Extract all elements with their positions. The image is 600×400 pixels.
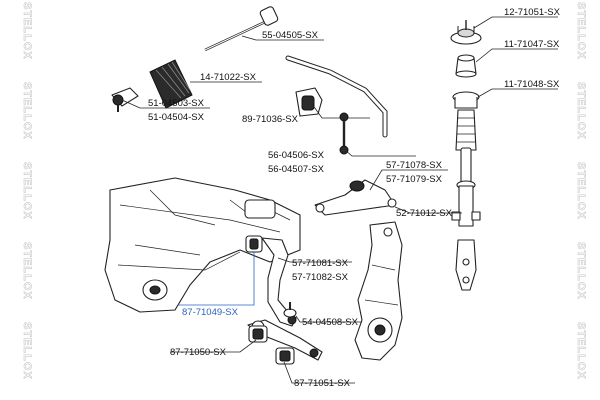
- label-57-71079[interactable]: 57-71079-SX: [386, 174, 443, 185]
- label-89-71036[interactable]: 89-71036-SX: [242, 114, 299, 125]
- ball-joint-icon: [283, 302, 297, 318]
- stabilizer-link-icon: [339, 112, 349, 155]
- watermark-left: STELLOX STELLOX STELLOX STELLOX STELLOX: [21, 2, 34, 380]
- label-56-04506[interactable]: 56-04506-SX: [268, 150, 325, 161]
- steering-knuckle-icon: [354, 221, 403, 361]
- label-14-71022[interactable]: 14-71022-SX: [200, 72, 257, 83]
- tie-rod-end-icon: [111, 87, 139, 112]
- label-57-71081[interactable]: 57-71081-SX: [292, 258, 349, 269]
- strut-mount-icon: [450, 20, 482, 45]
- part-labels: 12-71051-SX 11-71047-SX 11-71048-SX 55-0…: [148, 7, 561, 389]
- stabilizer-bushing-icon: [295, 87, 323, 117]
- label-54-04508[interactable]: 54-04508-SX: [302, 317, 359, 328]
- watermark-text: STELLOX: [575, 2, 587, 60]
- watermark-text: STELLOX: [21, 82, 33, 140]
- stabilizer-bar-icon: [285, 55, 388, 138]
- label-52-71012[interactable]: 52-71012-SX: [396, 208, 453, 219]
- watermark-text: STELLOX: [575, 322, 587, 380]
- watermark-text: STELLOX: [21, 162, 33, 220]
- label-11-71047[interactable]: 11-71047-SX: [504, 39, 560, 50]
- bushing-87-71051-icon: [275, 347, 295, 365]
- label-87-71051[interactable]: 87-71051-SX: [294, 378, 351, 389]
- subframe-icon: [104, 177, 301, 313]
- label-55-04505[interactable]: 55-04505-SX: [262, 30, 319, 41]
- leader-lines: [121, 16, 558, 384]
- label-11-71048[interactable]: 11-71048-SX: [504, 79, 560, 90]
- strut-bracket-icon: [455, 239, 477, 291]
- shock-absorber-icon: [451, 147, 481, 227]
- watermark-text: STELLOX: [21, 2, 33, 60]
- label-12-71051[interactable]: 12-71051-SX: [504, 7, 561, 18]
- bump-stop-icon: [455, 54, 477, 78]
- label-87-71050[interactable]: 87-71050-SX: [170, 347, 227, 358]
- bushing-87-71049-icon: [245, 235, 263, 253]
- label-51-04503[interactable]: 51-04503-SX: [148, 98, 205, 109]
- dust-boot-icon: [455, 109, 477, 151]
- watermark-text: STELLOX: [21, 242, 33, 300]
- spring-seat-icon: [452, 91, 480, 109]
- watermark-text: STELLOX: [21, 322, 33, 380]
- upper-control-arm-icon: [314, 179, 397, 216]
- label-56-04507[interactable]: 56-04507-SX: [268, 164, 325, 175]
- label-51-04504[interactable]: 51-04504-SX: [148, 112, 205, 123]
- watermark-text: STELLOX: [575, 82, 587, 140]
- label-57-71082[interactable]: 57-71082-SX: [292, 272, 349, 283]
- tie-rod-icon: [204, 6, 279, 52]
- watermark-right: STELLOX STELLOX STELLOX STELLOX STELLOX: [575, 2, 588, 380]
- compression-rod-icon: [261, 237, 297, 327]
- watermark-text: STELLOX: [575, 242, 587, 300]
- label-87-71049[interactable]: 87-71049-SX: [182, 307, 239, 318]
- label-57-71078[interactable]: 57-71078-SX: [386, 160, 443, 171]
- steering-boot-icon: [149, 59, 193, 109]
- bushing-87-71050-icon: [248, 325, 268, 343]
- watermark-text: STELLOX: [575, 162, 587, 220]
